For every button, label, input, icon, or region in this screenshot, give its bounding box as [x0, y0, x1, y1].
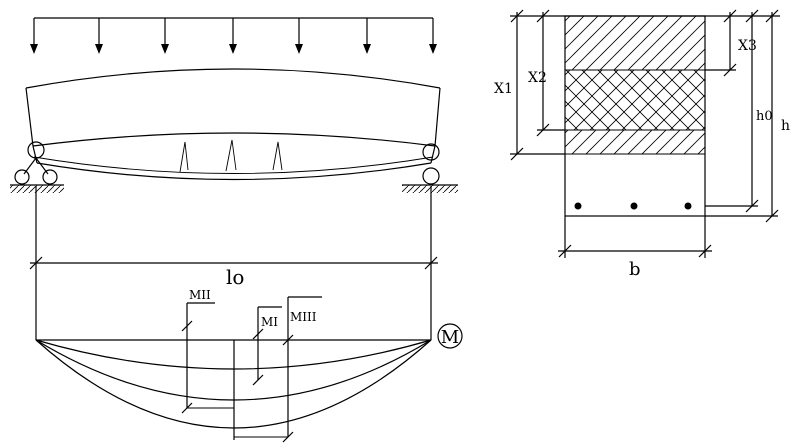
b-label: b: [629, 259, 641, 280]
x2-label: X2: [528, 70, 547, 86]
load-arrows: [30, 18, 437, 54]
compression-zone-x2: [565, 70, 705, 130]
x3-label: X3: [738, 38, 757, 54]
moment-i-marker: MI: [252, 306, 282, 386]
moment-axis-label: M: [441, 327, 459, 348]
moment-iii-marker: MIII: [234, 296, 322, 443]
left-pin-support: [10, 141, 64, 193]
right-roller-support: [402, 143, 458, 193]
moment-axis-symbol: M: [437, 323, 463, 349]
cross-section: X1 X2 X3 h0 h b: [494, 9, 790, 280]
moment-diagram: MII MI MIII M: [35, 288, 463, 443]
moment-ii-marker: MII: [181, 288, 234, 414]
moment-iii-label: MIII: [290, 310, 317, 324]
rebar-dots: [574, 202, 692, 210]
span-dimension: lo: [29, 186, 438, 340]
deflected-beam: [25, 68, 441, 181]
crack-marks: [179, 139, 283, 173]
span-label: lo: [226, 265, 244, 289]
distributed-load: [30, 17, 437, 54]
h-label: h: [781, 118, 790, 134]
x1-label: X1: [494, 81, 513, 97]
h0-label: h0: [756, 109, 773, 124]
moment-ii-label: MII: [189, 288, 211, 302]
moment-i-label: MI: [261, 315, 278, 329]
compression-zone-x3: [565, 16, 705, 70]
compression-zone-x1: [565, 130, 705, 154]
